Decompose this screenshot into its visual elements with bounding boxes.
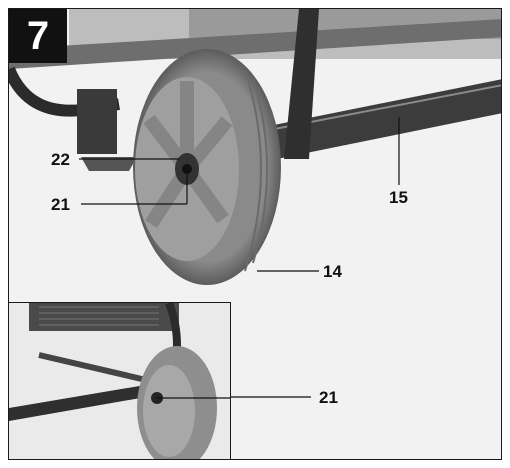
figure-frame: 7 22 21 15 14 21	[8, 8, 502, 460]
inset-frame	[9, 381, 169, 421]
foot	[81, 157, 137, 171]
inset-illustration	[9, 303, 230, 459]
callout-14: 14	[323, 262, 342, 281]
bracket	[77, 89, 117, 154]
tire-groove	[244, 70, 262, 272]
rear-bar	[284, 9, 319, 159]
main-photo	[9, 9, 501, 285]
tire-groove	[252, 78, 268, 264]
inset-rim	[143, 365, 195, 457]
callout-21: 21	[51, 195, 70, 214]
inset-engine	[29, 303, 179, 331]
axle-nut	[182, 164, 192, 174]
inset-grille	[39, 306, 159, 326]
callout-15: 15	[389, 188, 408, 207]
frame-tube-upper	[9, 19, 501, 69]
side-rail	[264, 79, 501, 161]
callout-21-inset: 21	[319, 388, 338, 407]
figure-number: 7	[9, 9, 67, 63]
inset-photo	[9, 302, 231, 459]
inset-brace	[38, 352, 160, 386]
callout-22: 22	[51, 150, 70, 169]
